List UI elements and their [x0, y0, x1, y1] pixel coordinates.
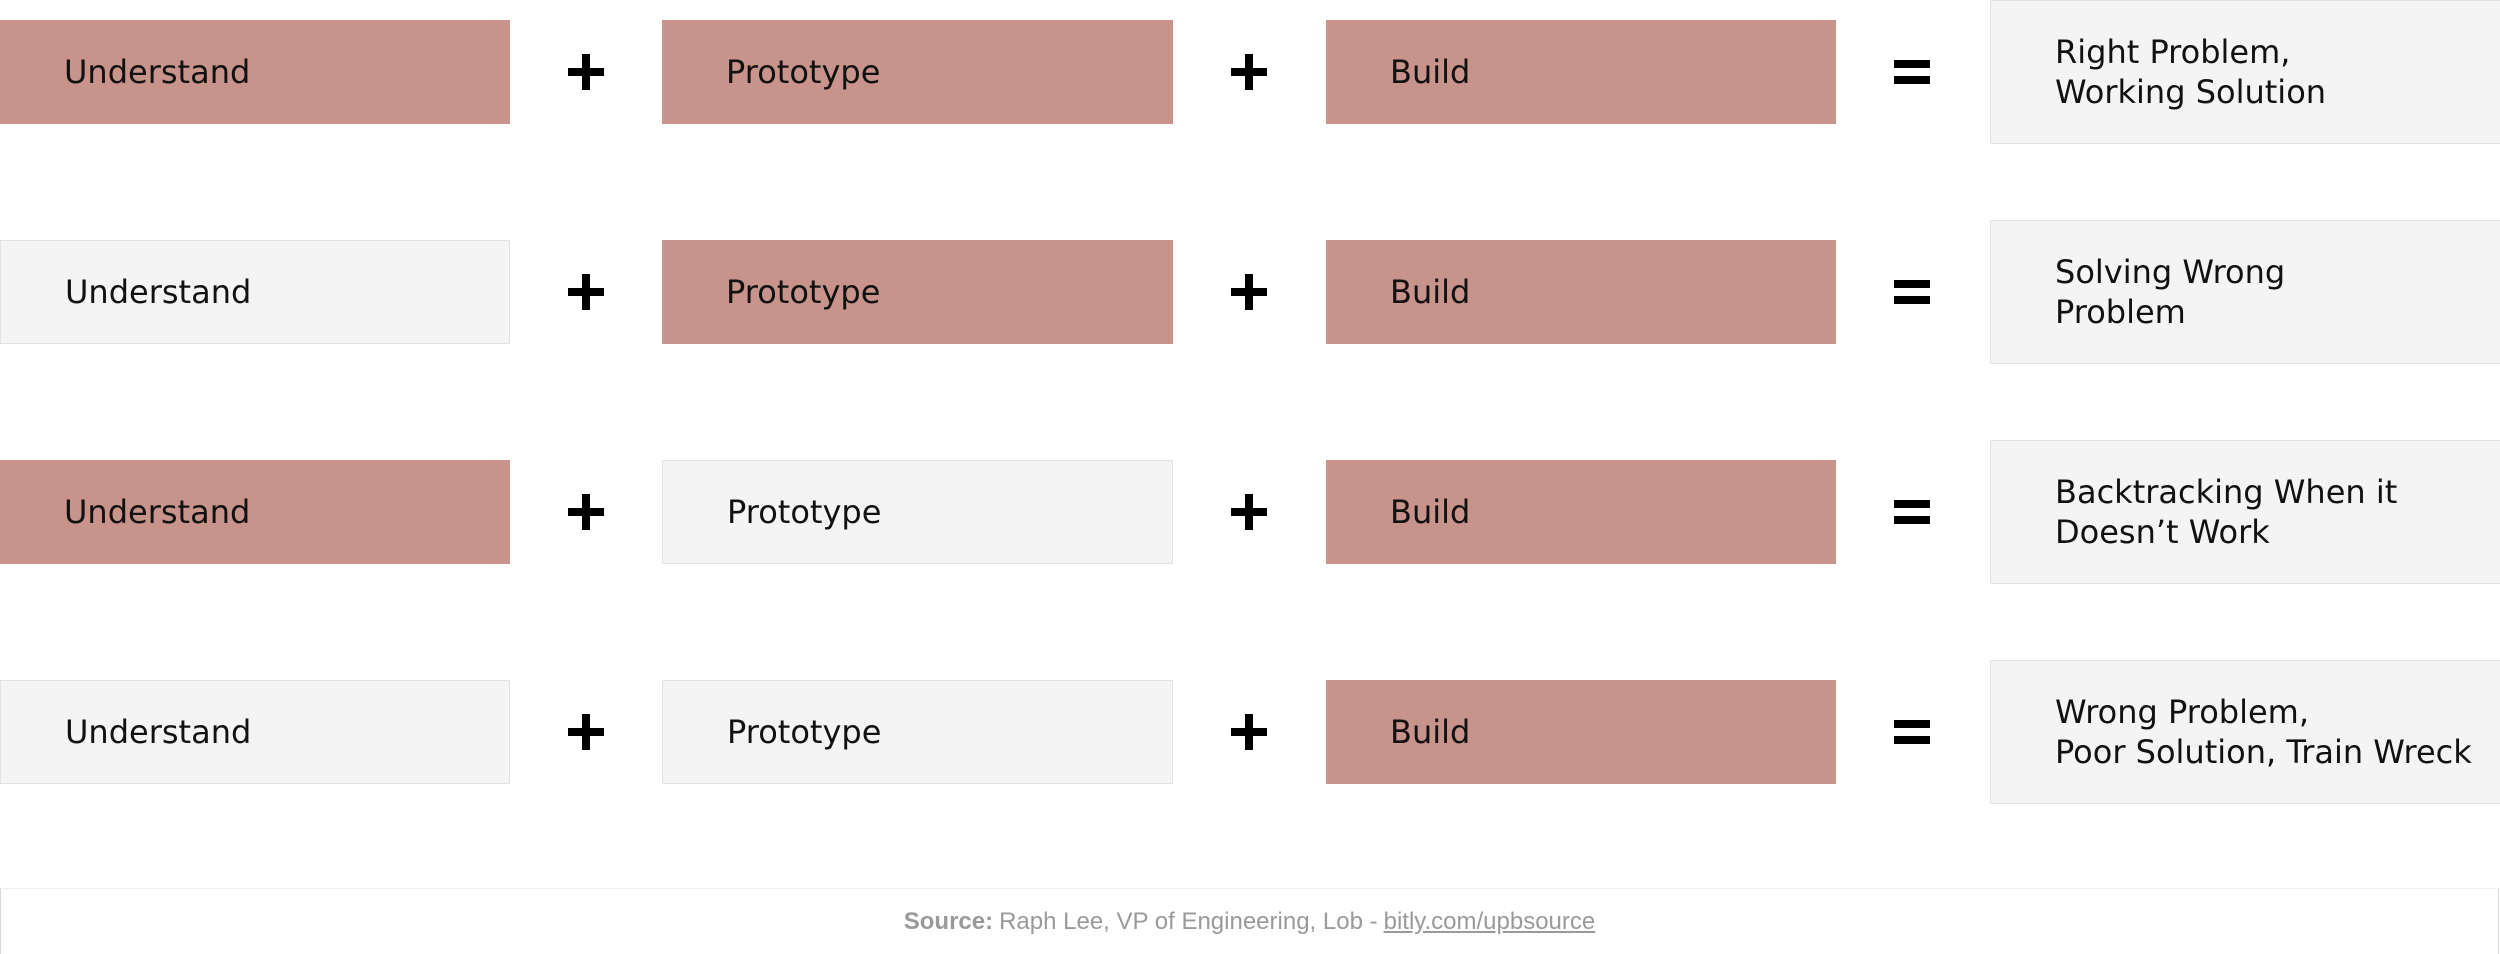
step-understand: Understand	[0, 240, 510, 344]
step-label: Understand	[65, 273, 252, 311]
step-label: Build	[1390, 53, 1471, 91]
equals-icon	[1882, 240, 1942, 344]
result-line: Backtracking When it	[2055, 473, 2398, 511]
plus-icon	[556, 240, 616, 344]
step-build: Build	[1326, 460, 1836, 564]
source-footer: Source: Raph Lee, VP of Engineering, Lob…	[0, 888, 2499, 954]
result-box: Wrong Problem, Poor Solution, Train Wrec…	[1990, 660, 2500, 804]
step-label: Understand	[64, 53, 251, 91]
result-line: Right Problem,	[2055, 33, 2291, 71]
step-understand: Understand	[0, 460, 510, 564]
plus-icon	[556, 20, 616, 124]
result-box: Backtracking When it Doesn’t Work	[1990, 440, 2500, 584]
step-label: Build	[1390, 273, 1471, 311]
step-label: Prototype	[726, 273, 881, 311]
step-label: Build	[1390, 713, 1471, 751]
step-prototype: Prototype	[662, 20, 1173, 124]
source-link[interactable]: bitly.com/upbsource	[1383, 907, 1596, 935]
step-prototype: Prototype	[662, 680, 1173, 784]
result-line: Problem	[2055, 293, 2186, 331]
step-label: Prototype	[727, 713, 882, 751]
step-label: Prototype	[727, 493, 882, 531]
step-build: Build	[1326, 20, 1836, 124]
step-label: Understand	[65, 713, 252, 751]
step-prototype: Prototype	[662, 460, 1173, 564]
plus-icon	[556, 460, 616, 564]
result-line: Wrong Problem,	[2055, 693, 2309, 731]
plus-icon	[1219, 680, 1279, 784]
step-build: Build	[1326, 240, 1836, 344]
step-understand: Understand	[0, 680, 510, 784]
step-label: Prototype	[726, 53, 881, 91]
result-line: Solving Wrong	[2055, 253, 2286, 291]
equals-icon	[1882, 680, 1942, 784]
step-prototype: Prototype	[662, 240, 1173, 344]
equals-icon	[1882, 20, 1942, 124]
step-label: Understand	[64, 493, 251, 531]
step-understand: Understand	[0, 20, 510, 124]
step-label: Build	[1390, 493, 1471, 531]
source-label: Source:	[903, 907, 994, 935]
plus-icon	[556, 680, 616, 784]
plus-icon	[1219, 460, 1279, 564]
result-line: Doesn’t Work	[2055, 513, 2270, 551]
step-build: Build	[1326, 680, 1836, 784]
equals-icon	[1882, 460, 1942, 564]
plus-icon	[1219, 20, 1279, 124]
result-box: Solving Wrong Problem	[1990, 220, 2500, 364]
result-box: Right Problem, Working Solution	[1990, 0, 2500, 144]
result-line: Poor Solution, Train Wreck	[2055, 733, 2472, 771]
plus-icon	[1219, 240, 1279, 344]
source-text: Raph Lee, VP of Engineering, Lob -	[999, 907, 1378, 935]
result-line: Working Solution	[2055, 73, 2327, 111]
